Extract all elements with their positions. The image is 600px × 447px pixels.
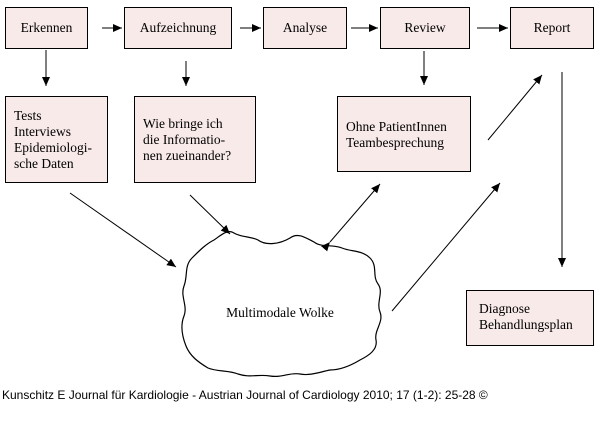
tests-line-1: Tests bbox=[14, 108, 42, 123]
figure-caption: Kunschitz E Journal für Kardiologie - Au… bbox=[2, 388, 488, 402]
box-analyse: Analyse bbox=[263, 7, 347, 49]
review-line-2: Teambesprechung bbox=[346, 135, 445, 150]
arrow-tests-to-cloud bbox=[69, 192, 177, 268]
arrow-review-to-report bbox=[487, 74, 543, 141]
box-diagnose: Diagnose Behandlungsplan bbox=[466, 290, 594, 346]
report-line-1: Diagnose bbox=[479, 301, 530, 316]
box-aufzeichnung: Aufzeichnung bbox=[124, 7, 232, 49]
box-erkennen: Erkennen bbox=[5, 7, 88, 49]
box-informationen: Wie bringe ich die Informatio- nen zuein… bbox=[134, 96, 256, 183]
multimodal-cloud-shape bbox=[181, 231, 382, 378]
arrow-cloud-review-bidirectional bbox=[321, 183, 381, 252]
arrow-cloud-to-report-path bbox=[391, 182, 501, 312]
box-review: Review bbox=[380, 7, 470, 49]
arrow-info-to-cloud bbox=[189, 194, 231, 235]
report-line-2: Behandlungsplan bbox=[479, 317, 573, 332]
tests-line-4: sche Daten bbox=[14, 156, 74, 171]
info-line-3: nen zueinander? bbox=[143, 148, 232, 163]
info-line-1: Wie bringe ich bbox=[143, 116, 223, 131]
box-tests-interviews: Tests Interviews Epidemiologi- sche Date… bbox=[5, 96, 108, 183]
box-report: Report bbox=[510, 7, 594, 49]
box-teambesprechung: Ohne PatientInnen Teambesprechung bbox=[337, 96, 471, 172]
review-line-1: Ohne PatientInnen bbox=[346, 119, 447, 134]
tests-line-3: Epidemiologi- bbox=[14, 140, 92, 155]
tests-line-2: Interviews bbox=[14, 124, 71, 139]
info-line-2: die Informatio- bbox=[143, 132, 226, 147]
cloud-label: Multimodale Wolke bbox=[226, 305, 334, 320]
